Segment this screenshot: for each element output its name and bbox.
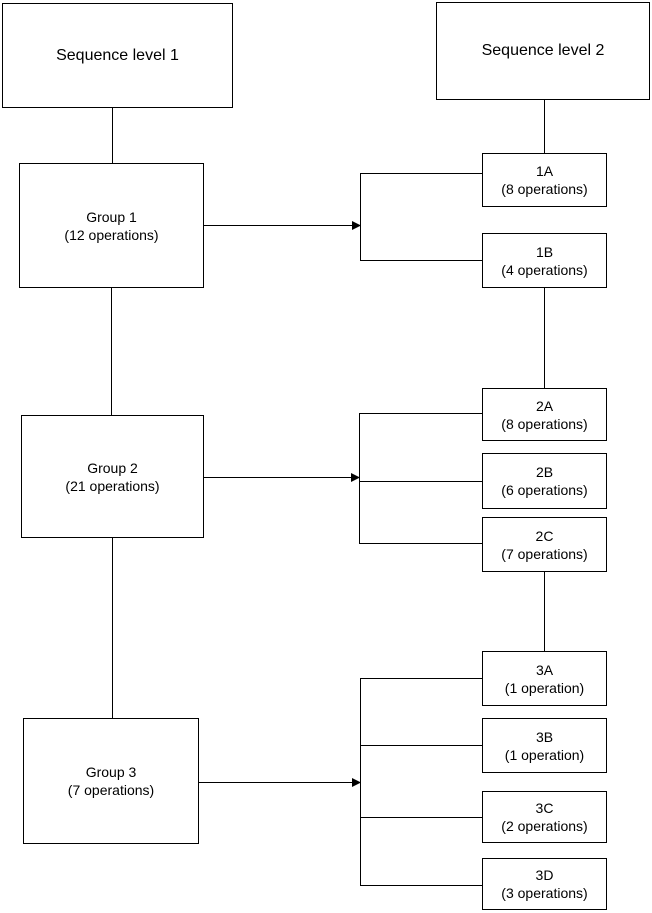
subgroup-3a-name: 3A <box>535 661 554 678</box>
group-1-detail: (12 operations) <box>64 226 159 243</box>
subgroup-2c-detail: (7 operations) <box>501 545 588 562</box>
subgroup-2a-box: 2A (8 operations) <box>482 388 607 441</box>
sequence-level-2-box: Sequence level 2 <box>436 2 650 100</box>
subgroup-3a-box: 3A (1 operation) <box>482 651 607 706</box>
group-3-box: Group 3 (7 operations) <box>23 718 199 844</box>
group-3-detail: (7 operations) <box>67 782 155 798</box>
subgroup-3c-detail: (2 operations) <box>501 818 588 834</box>
subgroup-2b-name: 2B <box>535 464 554 480</box>
subgroup-3c-name: 3C <box>535 800 554 816</box>
subgroup-3b-box: 3B (1 operation) <box>482 718 607 773</box>
subgroup-2b-detail: (6 operations) <box>501 482 588 498</box>
group-2-name: Group 2 <box>87 459 138 476</box>
bracket-group2 <box>359 413 482 544</box>
subgroup-3d-detail: (3 operations) <box>501 885 588 901</box>
subgroup-1b-name: 1B <box>535 243 554 260</box>
subgroup-1a-box: 1A (8 operations) <box>482 153 607 207</box>
subgroup-2c-box: 2C (7 operations) <box>482 517 607 572</box>
arrow-group1-head-icon <box>352 221 361 230</box>
subgroup-2a-detail: (8 operations) <box>501 415 588 432</box>
subgroup-1b-box: 1B (4 operations) <box>482 233 607 288</box>
group-2-detail: (21 operations) <box>65 477 160 494</box>
subgroup-3c-box: 3C (2 operations) <box>482 791 607 843</box>
group-1-box: Group 1 (12 operations) <box>19 163 204 288</box>
arrow-group2-head-icon <box>351 473 360 482</box>
subgroup-3a-detail: (1 operation) <box>504 679 585 696</box>
subgroup-2a-name: 2A <box>535 397 554 414</box>
bracket-group3 <box>360 678 482 886</box>
subgroup-1a-detail: (8 operations) <box>501 181 588 197</box>
subgroup-2c-name: 2C <box>535 527 554 544</box>
arrow-group3-head-icon <box>352 778 361 787</box>
subgroup-3b-name: 3B <box>535 728 554 745</box>
sequence-level-1-label: Sequence level 1 <box>56 46 179 64</box>
subgroup-1b-detail: (4 operations) <box>501 261 588 278</box>
sequence-level-1-box: Sequence level 1 <box>2 3 233 108</box>
sequence-level-2-label: Sequence level 2 <box>481 42 605 59</box>
subgroup-1a-name: 1A <box>535 163 554 179</box>
subgroup-3d-box: 3D (3 operations) <box>482 858 607 910</box>
bracket-group1 <box>360 173 482 261</box>
subgroup-3b-detail: (1 operation) <box>504 746 585 763</box>
group-3-name: Group 3 <box>85 764 137 780</box>
group-2-box: Group 2 (21 operations) <box>21 415 204 538</box>
group-1-name: Group 1 <box>86 208 137 225</box>
subgroup-2b-box: 2B (6 operations) <box>482 453 607 509</box>
subgroup-3d-name: 3D <box>535 867 554 883</box>
